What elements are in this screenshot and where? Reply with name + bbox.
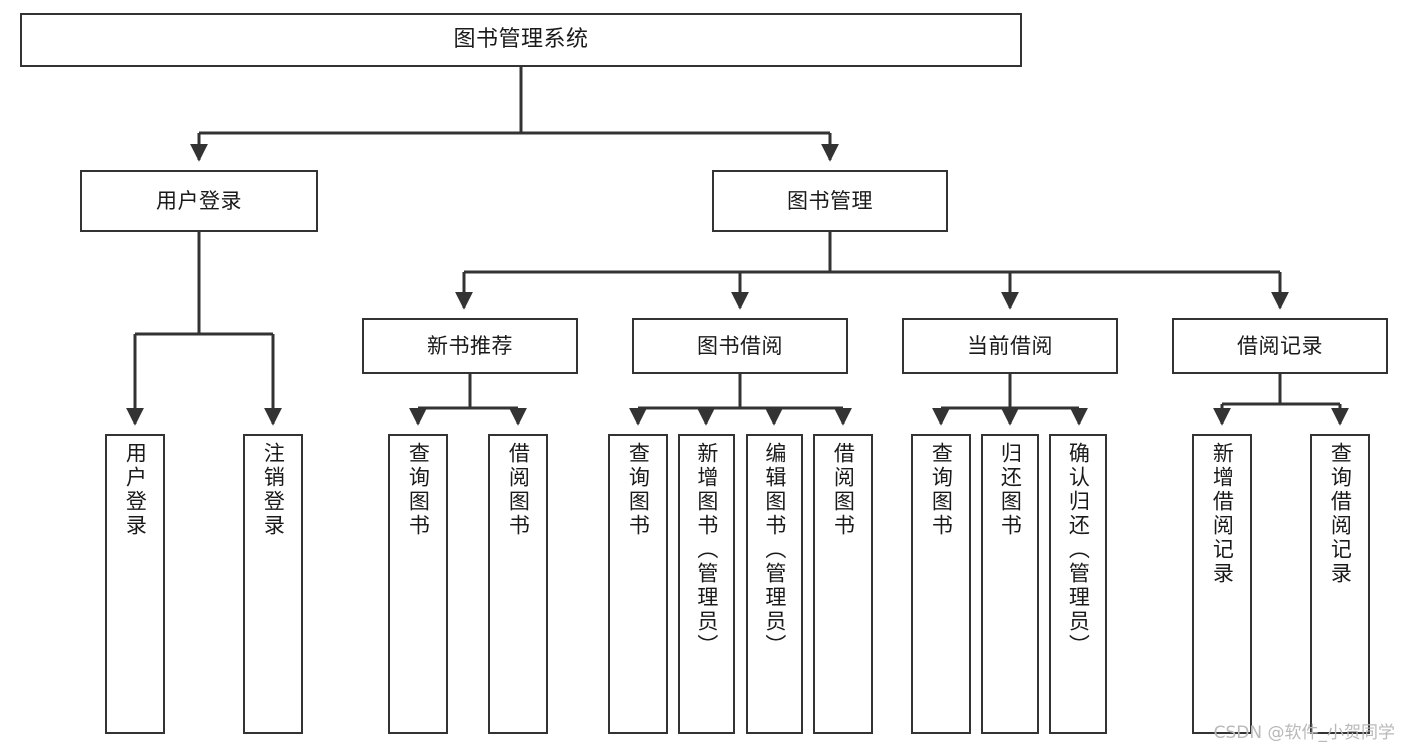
leaf-borrow-book-1-label: 借阅图书 — [506, 442, 531, 538]
leaf-borrow-book-2-label: 借阅图书 — [831, 442, 856, 538]
watermark-text: CSDN @软件_小贺同学 — [1213, 723, 1395, 743]
leaf-query-book-2[interactable]: 查询图书 — [608, 434, 668, 734]
leaf-query-book-1[interactable]: 查询图书 — [388, 434, 448, 734]
node-new-book-recommend[interactable]: 新书推荐 — [362, 318, 578, 374]
node-root-system[interactable]: 图书管理系统 — [20, 13, 1022, 67]
leaf-edit-book-label: 编辑图书（管理员） — [762, 442, 787, 658]
leaf-borrow-book-1[interactable]: 借阅图书 — [488, 434, 548, 734]
leaf-query-book-1-label: 查询图书 — [406, 442, 431, 538]
leaf-query-record[interactable]: 查询借阅记录 — [1310, 434, 1370, 734]
leaf-query-book-3[interactable]: 查询图书 — [911, 434, 971, 734]
node-borrow-record[interactable]: 借阅记录 — [1172, 318, 1388, 374]
leaf-return-book-label: 归还图书 — [998, 442, 1023, 538]
leaf-confirm-return[interactable]: 确认归还（管理员） — [1049, 434, 1107, 734]
leaf-query-record-label: 查询借阅记录 — [1328, 442, 1353, 586]
node-book-borrow[interactable]: 图书借阅 — [632, 318, 848, 374]
leaf-query-book-3-label: 查询图书 — [929, 442, 954, 538]
leaf-add-record[interactable]: 新增借阅记录 — [1192, 434, 1252, 734]
leaf-borrow-book-2[interactable]: 借阅图书 — [813, 434, 873, 734]
leaf-add-book[interactable]: 新增图书（管理员） — [678, 434, 735, 734]
leaf-return-book[interactable]: 归还图书 — [981, 434, 1039, 734]
node-current-borrow-label: 当前借阅 — [967, 333, 1053, 358]
node-book-manage[interactable]: 图书管理 — [712, 170, 948, 232]
node-book-manage-label: 图书管理 — [787, 188, 873, 213]
leaf-add-record-label: 新增借阅记录 — [1210, 442, 1235, 586]
leaf-user-login-label: 用户登录 — [123, 442, 148, 538]
leaf-user-login[interactable]: 用户登录 — [105, 434, 165, 734]
node-root-label: 图书管理系统 — [453, 27, 589, 53]
node-current-borrow[interactable]: 当前借阅 — [902, 318, 1118, 374]
node-user-login[interactable]: 用户登录 — [80, 170, 318, 232]
leaf-logout-login-label: 注销登录 — [261, 442, 286, 538]
leaf-add-book-label: 新增图书（管理员） — [694, 442, 719, 658]
leaf-edit-book[interactable]: 编辑图书（管理员） — [746, 434, 803, 734]
node-book-borrow-label: 图书借阅 — [697, 333, 783, 358]
node-borrow-record-label: 借阅记录 — [1237, 333, 1323, 358]
leaf-logout-login[interactable]: 注销登录 — [243, 434, 303, 734]
leaf-query-book-2-label: 查询图书 — [626, 442, 651, 538]
leaf-confirm-return-label: 确认归还（管理员） — [1066, 442, 1091, 658]
node-user-login-label: 用户登录 — [156, 188, 242, 213]
node-new-book-recommend-label: 新书推荐 — [427, 333, 513, 358]
